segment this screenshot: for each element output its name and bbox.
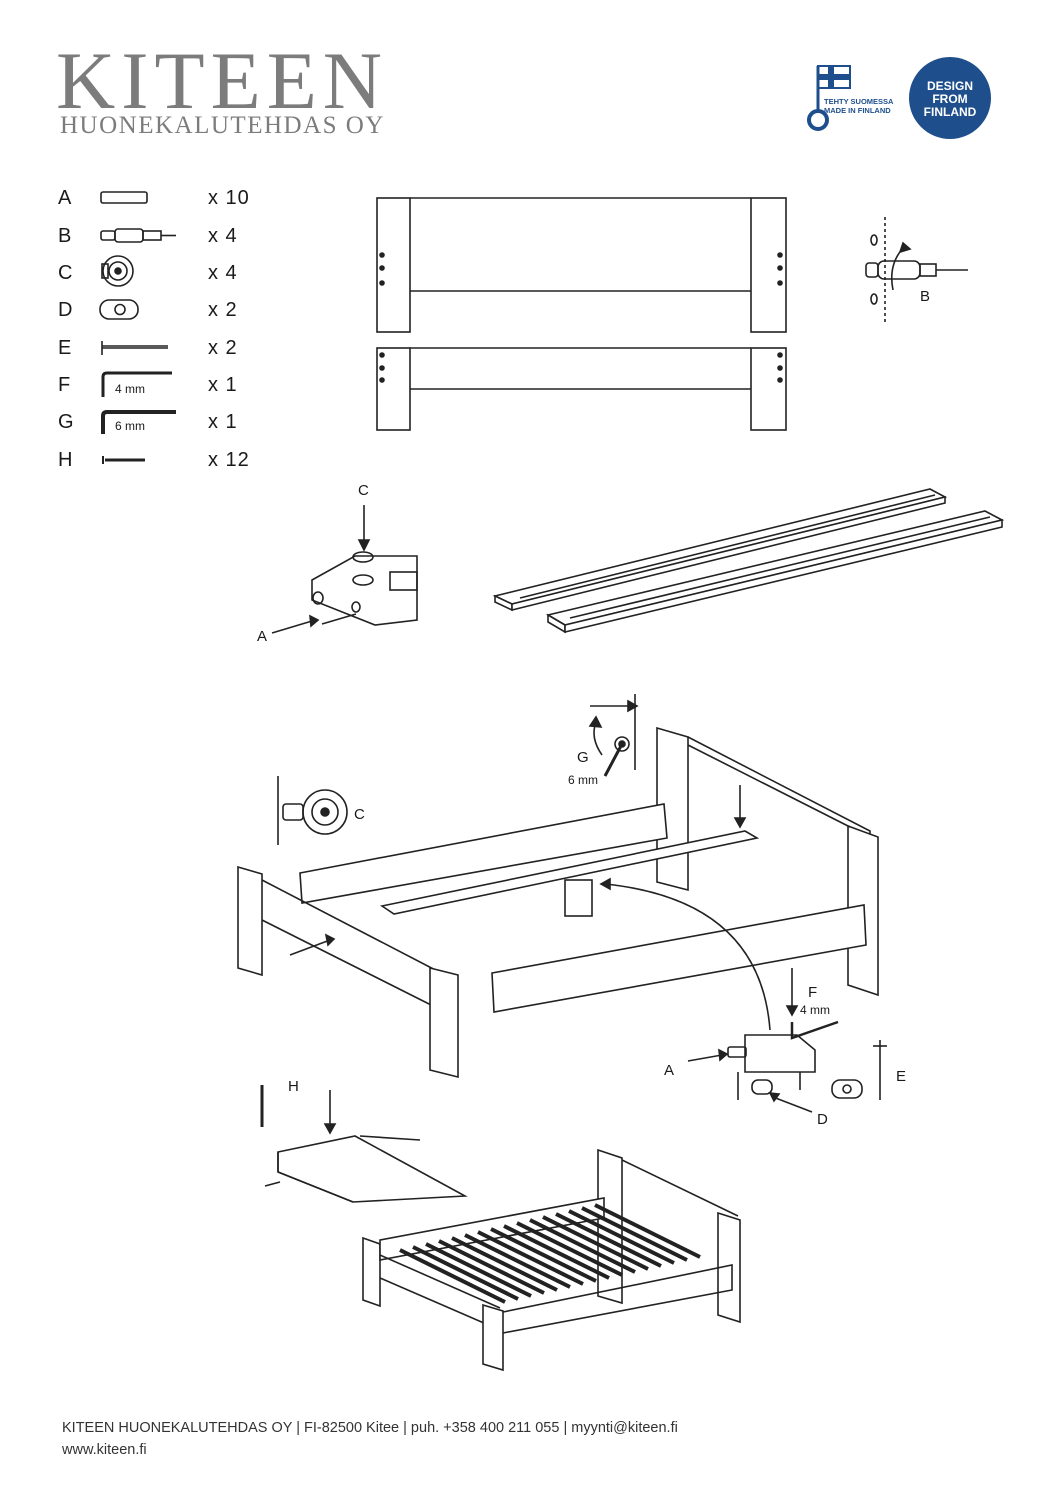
part-letter: B (58, 225, 72, 247)
part-quantity: x 4 (208, 262, 238, 284)
allen-key-icon-6mm (101, 410, 176, 434)
bed-frame-assembly (237, 726, 879, 1079)
label-h: H (288, 1078, 299, 1095)
part-size: 4 mm (115, 382, 145, 396)
footer-contact: KITEEN HUONEKALUTEHDAS OY | FI-82500 Kit… (62, 1420, 678, 1436)
bed-slat (412, 1245, 519, 1301)
connector-bolt-icon (100, 228, 176, 243)
design-text-3: FINLAND (924, 105, 977, 119)
part-letter: E (58, 337, 72, 359)
footboard-front-view (376, 347, 787, 431)
part-letter: A (58, 187, 72, 209)
part-quantity: x 12 (208, 449, 250, 471)
part-size: 6 mm (115, 419, 145, 433)
screw-icon (102, 456, 145, 464)
bed-slat (503, 1224, 610, 1280)
label-g-size: 6 mm (568, 773, 598, 787)
hardware-detail-right (687, 968, 887, 1113)
slat-screw-detail (260, 1085, 468, 1203)
part-quantity: x 2 (208, 299, 238, 321)
part-quantity: x 10 (208, 187, 250, 209)
bed-slat (451, 1236, 558, 1292)
bed-slats (399, 1203, 701, 1304)
design-text-2: FROM (932, 92, 967, 106)
badge-text-1: TEHTY SUOMESSA (824, 97, 894, 106)
allen-key-g-detail (588, 694, 639, 777)
bed-slat (529, 1218, 636, 1274)
design-text-1: DESIGN (927, 79, 973, 93)
parts-icons (99, 191, 176, 464)
bed-slat (438, 1239, 545, 1295)
bed-slat (490, 1227, 597, 1283)
bed-slat (555, 1212, 662, 1268)
label-f: F (808, 984, 818, 1001)
brand-logo: KITEEN (56, 35, 389, 126)
allen-key-icon-4mm (101, 371, 172, 397)
made-in-finland-badge: TEHTY SUOMESSA MADE IN FINLAND (807, 65, 894, 131)
part-letter: C (58, 262, 73, 284)
label-e: E (896, 1068, 907, 1085)
long-bolt-icon (101, 341, 168, 355)
design-from-finland-badge: DESIGN FROM FINLAND (909, 57, 991, 139)
bed-slat (477, 1230, 584, 1286)
bolt-detail (865, 217, 968, 324)
label-c-mid: C (354, 806, 365, 823)
label-a-mid: A (664, 1062, 675, 1079)
badge-text-2: MADE IN FINLAND (824, 106, 891, 115)
footer-website: www.kiteen.fi (62, 1442, 147, 1458)
label-f-size: 4 mm (800, 1003, 830, 1017)
bed-slat (568, 1209, 675, 1265)
finished-bed (362, 1148, 741, 1372)
part-quantity: x 2 (208, 337, 238, 359)
part-letter: D (58, 299, 73, 321)
part-quantity: x 1 (208, 411, 238, 433)
bed-slat (581, 1206, 688, 1262)
label-c-top: C (358, 482, 369, 499)
bed-slat (516, 1221, 623, 1277)
side-rails (492, 488, 1005, 634)
brand-subtitle: HUONEKALUTEHDAS OY (60, 112, 385, 139)
bed-slat (594, 1203, 701, 1259)
part-quantity: x 4 (208, 225, 238, 247)
cam-lock-icon (101, 255, 134, 287)
bed-slat (464, 1233, 571, 1289)
cam-lock-detail (271, 505, 418, 634)
label-b: B (920, 288, 931, 305)
label-g: G (577, 749, 589, 766)
cam-lock-mid-detail (277, 776, 348, 845)
label-a-top: A (257, 628, 268, 645)
barrel-nut-icon (99, 299, 139, 320)
part-quantity: x 1 (208, 374, 238, 396)
label-d: D (817, 1111, 828, 1128)
bed-slat (542, 1215, 649, 1271)
part-letter: H (58, 449, 73, 471)
bed-slat (425, 1242, 532, 1298)
headboard-front-view (376, 197, 787, 333)
part-letter: G (58, 411, 74, 433)
bed-slat (399, 1248, 506, 1304)
dowel-icon (100, 191, 148, 204)
part-letter: F (58, 374, 71, 396)
